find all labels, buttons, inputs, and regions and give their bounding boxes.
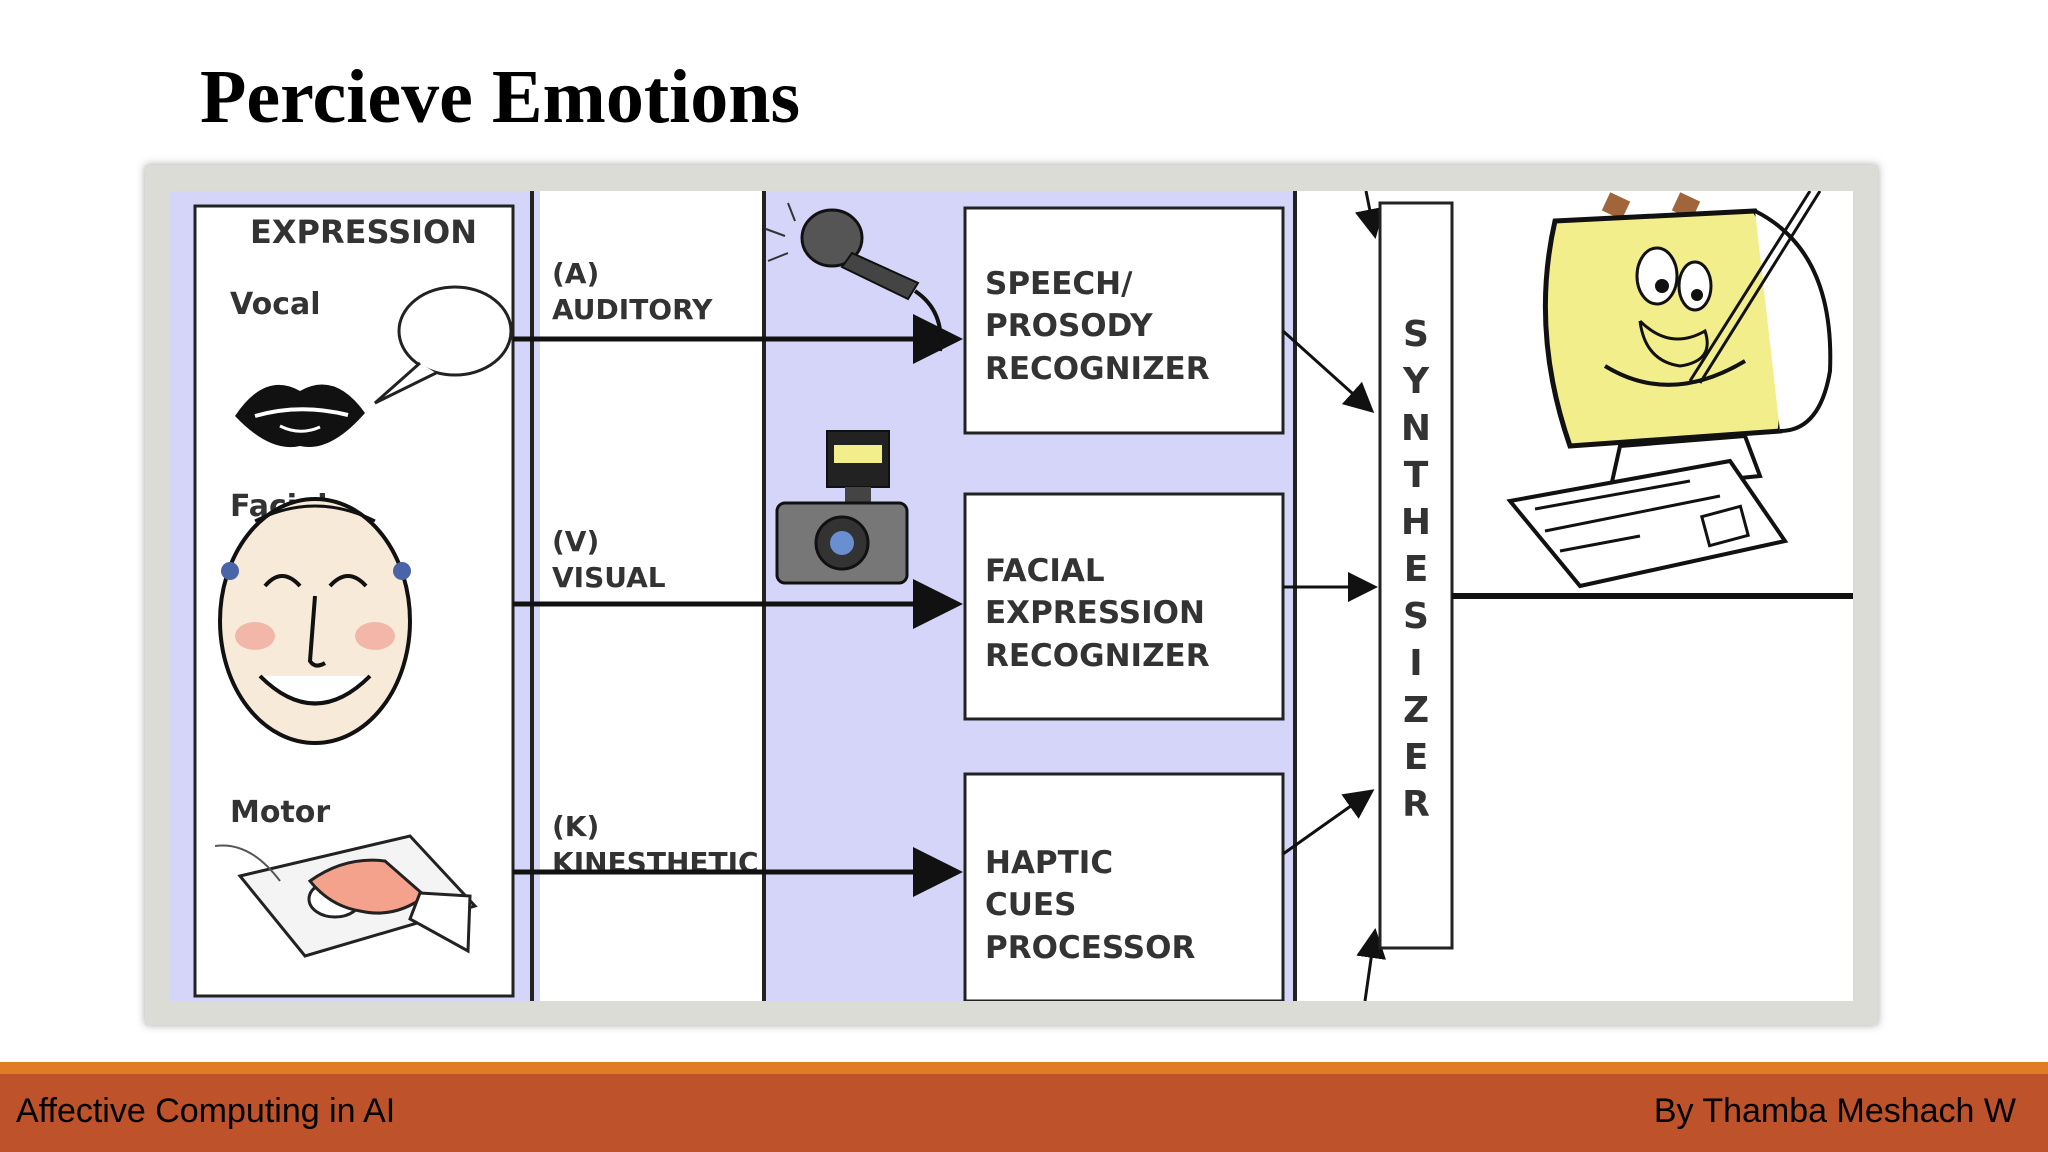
processor-haptic-line3: PROCESSOR	[985, 930, 1195, 966]
slide-title: Percieve Emotions	[200, 55, 801, 139]
input-label-motor: Motor	[230, 795, 330, 830]
synth-letter: R	[1402, 784, 1430, 825]
synth-letter: S	[1403, 314, 1429, 355]
footer-course-title: Affective Computing in AI	[16, 1092, 396, 1130]
synth-letter: T	[1404, 455, 1429, 496]
processor-facial-line3: RECOGNIZER	[985, 638, 1210, 674]
processor-facial-line2: EXPRESSION	[985, 595, 1205, 631]
synth-letter: E	[1404, 737, 1429, 778]
perception-diagram: EXPRESSION Vocal Facial Motor	[170, 191, 1853, 1001]
processor-box-facial	[963, 492, 1285, 721]
footer-bar: Affective Computing in AI By Thamba Mesh…	[0, 1074, 2048, 1152]
speech-bubble-icon	[374, 285, 513, 405]
synth-letter: N	[1401, 408, 1431, 449]
synth-letter: Y	[1402, 361, 1430, 402]
synth-letter: S	[1403, 596, 1429, 637]
synth-letter: Z	[1403, 690, 1429, 731]
synth-letter: H	[1401, 502, 1431, 543]
cartoon-computer-icon	[1506, 191, 1833, 589]
synth-letter: E	[1404, 549, 1429, 590]
camera-icon	[775, 430, 909, 585]
processor-haptic-line2: CUES	[985, 887, 1076, 923]
processor-speech-line2: PROSODY	[985, 308, 1153, 344]
channel-name-visual: VISUAL	[552, 561, 666, 594]
processor-speech-line1: SPEECH/	[985, 266, 1133, 302]
cartoon-face-icon	[218, 497, 412, 745]
processor-haptic-line1: HAPTIC	[985, 845, 1113, 881]
footer-accent-strip	[0, 1062, 2048, 1074]
synthesizer-box	[1378, 201, 1454, 950]
channel-code-auditory: (A)	[552, 257, 599, 290]
processor-speech-line3: RECOGNIZER	[985, 351, 1210, 387]
processor-box-haptic	[963, 772, 1285, 1001]
lips-icon	[235, 384, 365, 448]
footer-author: By Thamba Meshach W	[1653, 1092, 2016, 1130]
synthesizer-letters: S Y N T H E S I Z E R	[1401, 314, 1431, 825]
processor-facial-line1: FACIAL	[985, 553, 1105, 589]
input-label-vocal: Vocal	[230, 287, 321, 322]
diagram-frame: EXPRESSION Vocal Facial Motor	[145, 165, 1878, 1025]
bottom-input-arrow	[1356, 928, 1387, 1001]
processor-box-speech	[963, 206, 1285, 435]
hand-mouse-icon	[214, 834, 478, 958]
speech-to-synth-arrow	[1281, 329, 1375, 414]
channel-code-kinesthetic: (K)	[552, 810, 599, 843]
channel-code-visual: (V)	[552, 525, 599, 558]
haptic-to-synth-arrow	[1282, 789, 1375, 856]
synth-letter: I	[1409, 643, 1422, 684]
channel-name-auditory: AUDITORY	[552, 293, 713, 326]
microphone-icon	[765, 202, 943, 352]
expression-header: EXPRESSION	[250, 213, 477, 251]
top-input-arrow	[1354, 191, 1385, 239]
